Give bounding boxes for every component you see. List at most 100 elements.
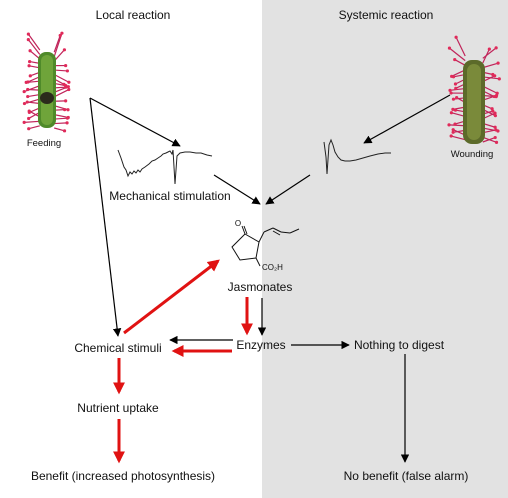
wounding-plant-icon [447,35,501,144]
tentacle-tip [493,135,497,140]
tentacle-tip [491,109,495,113]
tentacle-tip [493,111,497,115]
tentacle [455,37,466,57]
local-action-potential-trace [117,149,213,185]
tentacle-tip [451,107,455,111]
tentacle [53,73,70,83]
jasmonates-label: Jasmonates [228,280,293,294]
tentacle [24,120,40,123]
tentacle-tip [63,108,67,112]
feeding-label: Feeding [27,138,61,149]
tentacle-tip [65,116,70,120]
tentacle-tip [65,69,69,73]
red-arrows [113,259,253,464]
tentacle-tip [454,35,458,39]
arrow-systemic-signal-to-jasmonates [265,174,311,205]
tentacle [449,87,466,91]
tentacle-tip [67,87,71,92]
tentacle-tip [22,101,27,106]
tentacle-tip [449,134,453,138]
tentacle-tip [27,116,31,121]
local-reaction-header: Local reaction [96,8,171,22]
tentacle-tip [453,82,458,86]
enzymes-label: Enzymes [236,338,285,352]
tentacle-tip [26,87,30,92]
tentacle-tip [451,75,456,79]
tentacle [454,59,466,66]
systemic-reaction-header: Systemic reaction [339,8,434,22]
nutrient-uptake-label: Nutrient uptake [77,401,159,415]
tentacle-tip [487,47,491,51]
arrow-feeding-to-chemical [89,97,122,337]
jasmonate-structure-icon [231,225,300,267]
tentacle-tip [494,46,498,50]
tentacle-tip [24,80,28,85]
tentacle-tip [453,122,457,126]
carboxyl-group-label: CO₂H [262,263,283,272]
tentacle [482,85,498,94]
tentacle-tip [455,95,459,100]
tentacle-tip [494,93,499,98]
tentacle [53,88,70,98]
tentacle [54,127,65,132]
tentacle [27,93,40,98]
tentacle-tip [27,127,31,131]
tentacle [451,112,466,118]
tentacle-tip [64,63,68,68]
tentacle [28,111,41,119]
tentacle-tip [451,128,455,132]
feeding-plant-icon [22,31,71,133]
chemical-stimuli-label: Chemical stimuli [74,341,161,355]
tentacle [27,39,41,55]
tentacle [27,101,40,105]
tentacle [29,50,41,60]
arrow-mechanical-to-jasmonates [213,174,261,205]
tentacle [451,135,466,141]
tentacle-tip [64,85,68,89]
black-arrows [89,94,451,463]
tentacle-tip [26,94,30,99]
tentacle [448,124,466,127]
tentacle [54,114,69,119]
tentacle-tip [25,100,29,104]
tentacle-tip [22,120,26,124]
tentacle [54,122,68,125]
tentacle [449,47,466,62]
tentacle-tip [27,64,31,68]
tentacle-tip [494,128,498,132]
tentacle [54,117,68,120]
tentacle-tip [493,114,497,118]
tentacle-tip [58,33,62,38]
tentacle-tip [449,111,454,115]
tentacle [482,136,496,143]
tentacle-tip [26,38,30,42]
tentacle [27,76,41,83]
tentacle [27,88,40,91]
wounding-label: Wounding [451,149,494,160]
no-benefit-label: No benefit (false alarm) [344,469,469,483]
tentacle [28,125,40,130]
tentacle-tip [66,108,70,112]
tentacle [482,48,490,64]
tentacle [53,35,61,53]
tentacle [482,47,497,59]
tentacle-tip [447,46,452,50]
tentacle-tip [28,49,32,53]
tentacle [54,86,66,89]
tentacle-tip [65,121,69,125]
tentacle-tip [453,57,457,62]
tentacle-tip [28,59,32,64]
arrow-chemical-to-jasmonates-red [123,259,220,335]
tentacle-tip [494,140,499,144]
tentacle-tip [496,61,500,65]
tentacle-tip [493,74,497,78]
tentacle-tip [453,108,458,112]
tentacle-tip [66,85,70,89]
tentacle-tip [27,109,31,113]
tentacle-tip [67,80,71,84]
tentacle-tip [454,86,458,90]
tentacle-tip [451,130,455,134]
tentacle [482,62,499,69]
systemic-action-potential-trace [323,138,391,175]
